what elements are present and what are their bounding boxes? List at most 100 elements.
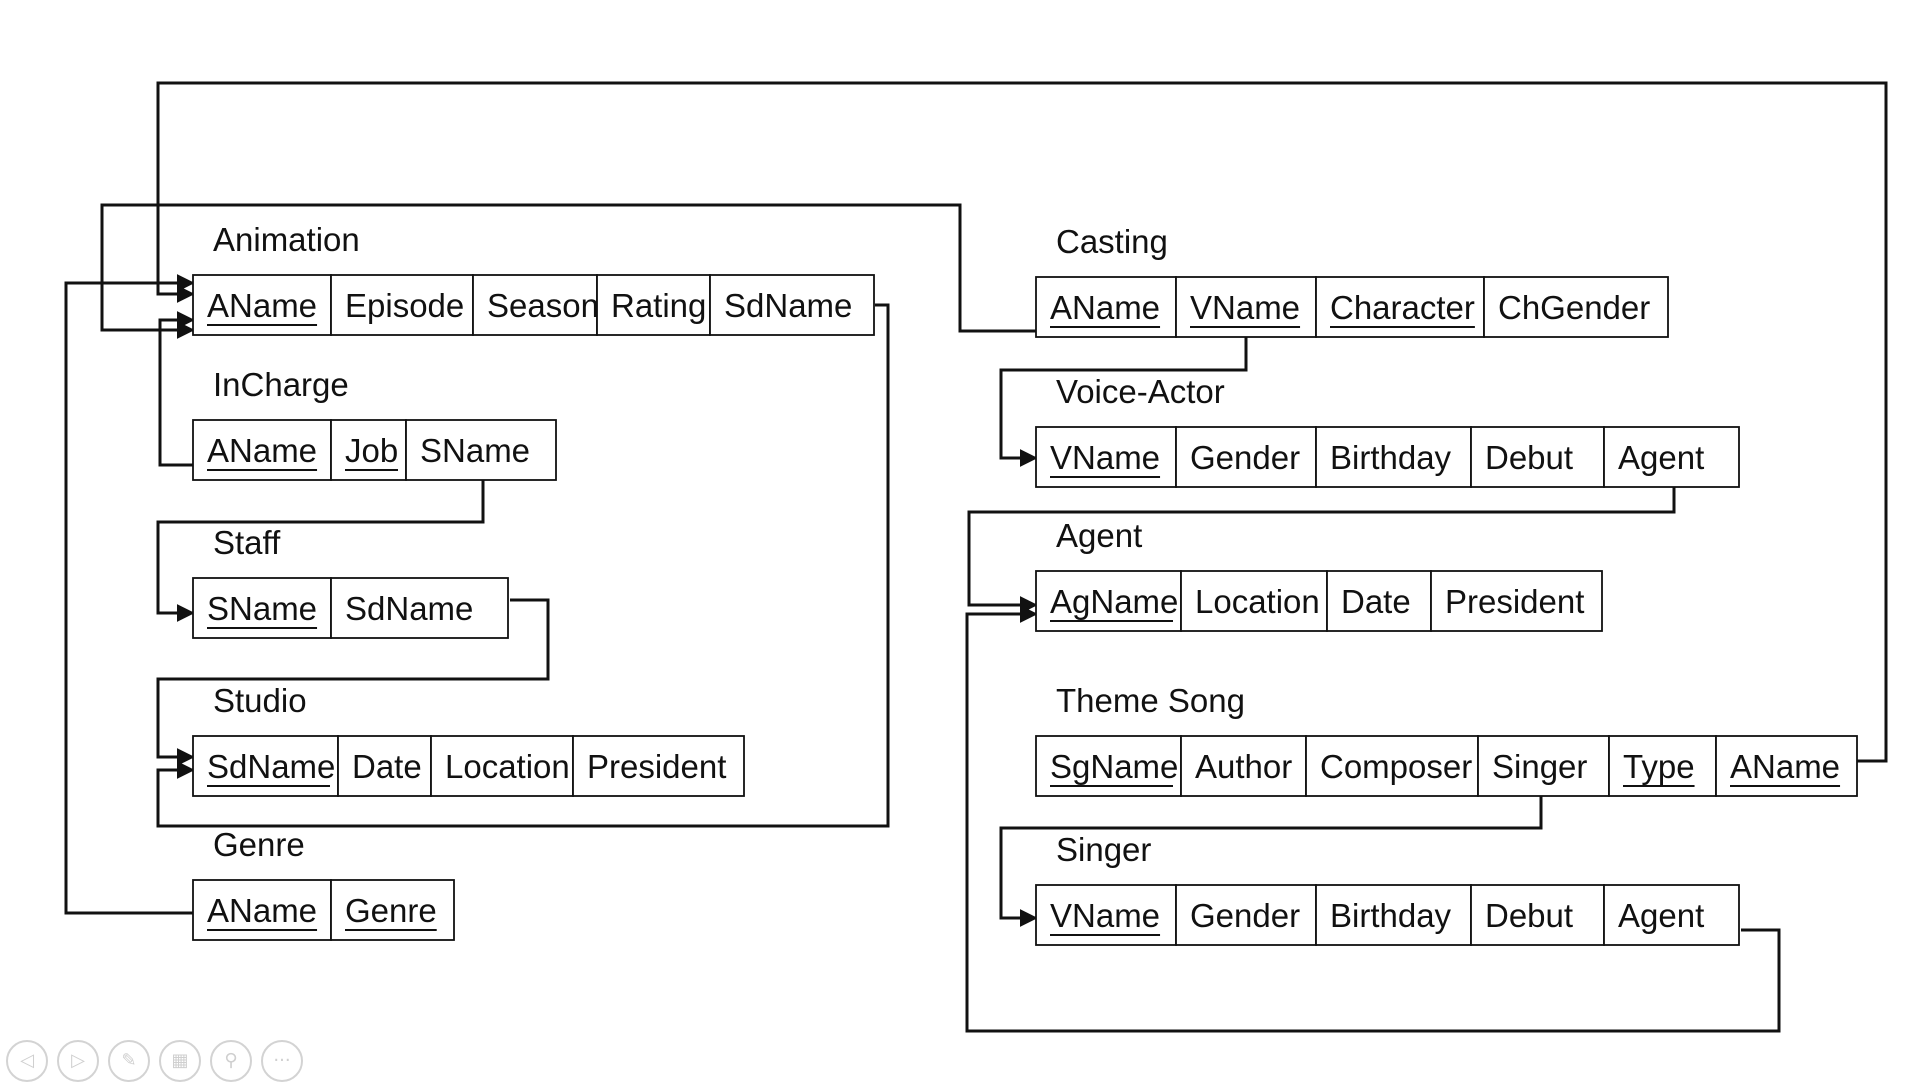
relation-title: InCharge: [213, 366, 349, 403]
attribute-cell-box: [330, 577, 509, 639]
fk-arrow-theme-song-singer-to-singer: [999, 796, 1543, 927]
attribute-name: Episode: [345, 287, 464, 324]
attribute-cell: Agent: [1603, 884, 1740, 946]
attribute-cell: Debut: [1470, 884, 1605, 946]
attribute-cell: Job: [330, 419, 407, 481]
attribute-name: VName: [1050, 439, 1160, 476]
attribute-cell: Agent: [1603, 426, 1740, 488]
attribute-cell-box: [330, 274, 474, 336]
attribute-cell: AName: [1715, 735, 1858, 797]
attribute-cell: Singer: [1477, 735, 1610, 797]
fk-arrow-casting-vname-to-voice-actor: [999, 337, 1248, 467]
attribute-cell: Character: [1315, 276, 1485, 338]
attribute-name: Location: [1195, 583, 1320, 620]
attribute-cell: SName: [192, 577, 332, 639]
relation-title: Theme Song: [1056, 682, 1245, 719]
relation-title: Agent: [1056, 517, 1142, 554]
attribute-cell: ChGender: [1483, 276, 1669, 338]
attribute-cell: AName: [192, 879, 332, 941]
attribute-cell-box: [1470, 884, 1605, 946]
attribute-cell: Type: [1608, 735, 1717, 797]
attribute-cell-box: [1180, 570, 1328, 632]
attribute-cell: Genre: [330, 879, 455, 941]
attribute-name: Gender: [1190, 439, 1300, 476]
attribute-cell: AName: [192, 419, 332, 481]
attribute-name: AgName: [1050, 583, 1178, 620]
attribute-name: Birthday: [1330, 897, 1452, 934]
attribute-name: AName: [1730, 748, 1840, 785]
attribute-name: Job: [345, 432, 398, 469]
attribute-name: Debut: [1485, 439, 1573, 476]
fk-arrow-theme-song-aname-to-animation: [156, 81, 1888, 763]
attribute-cell-box: [1470, 426, 1605, 488]
attribute-cell-box: [1175, 884, 1317, 946]
attribute-cell-box: [1483, 276, 1669, 338]
fk-arrow-genre-aname-to-animation: [64, 274, 195, 915]
relation-title: Animation: [213, 221, 360, 258]
attribute-name: Debut: [1485, 897, 1573, 934]
fk-arrow-animation-sdname-to-studio: [156, 303, 890, 828]
attribute-cell-box: [1603, 884, 1740, 946]
attribute-cell: Date: [1326, 570, 1432, 632]
arrow-right-icon[interactable]: ▷: [57, 1040, 99, 1082]
attribute-cell: AName: [1035, 276, 1177, 338]
attribute-name: Rating: [611, 287, 706, 324]
attribute-cell: VName: [1035, 426, 1177, 488]
attribute-name: AName: [207, 287, 317, 324]
attribute-name: Character: [1330, 289, 1475, 326]
attribute-cell: VName: [1175, 276, 1317, 338]
arrow-left-icon[interactable]: ◁: [6, 1040, 48, 1082]
attribute-cell-box: [572, 735, 745, 797]
attribute-name: SdName: [345, 590, 473, 627]
attribute-cell: Gender: [1175, 884, 1317, 946]
pen-icon[interactable]: ✎: [108, 1040, 150, 1082]
relation-title: Genre: [213, 826, 305, 863]
attribute-name: Singer: [1492, 748, 1587, 785]
fk-arrow-casting-aname-to-animation: [100, 203, 1036, 339]
relation-title: Singer: [1056, 831, 1151, 868]
attribute-cell-box: [472, 274, 598, 336]
attribute-cell: Composer: [1305, 735, 1479, 797]
fk-arrow-incharge-sname-to-staff: [156, 480, 485, 622]
attribute-cell-box: [430, 735, 574, 797]
attribute-cell: Location: [430, 735, 574, 797]
attribute-cell: AName: [192, 274, 332, 336]
attribute-cell-box: [1430, 570, 1603, 632]
attribute-cell-box: [1603, 426, 1740, 488]
attribute-cell: Author: [1180, 735, 1307, 797]
attribute-cell-box: [709, 274, 875, 336]
fk-arrow-singer-agent-to-agent: [965, 605, 1781, 1033]
attribute-name: Author: [1195, 748, 1292, 785]
magnifier-icon[interactable]: ⚲: [210, 1040, 252, 1082]
attribute-name: Type: [1623, 748, 1695, 785]
relation-title: Voice-Actor: [1056, 373, 1225, 410]
attribute-name: Birthday: [1330, 439, 1452, 476]
attribute-name: SgName: [1050, 748, 1178, 785]
attribute-cell-box: [1315, 426, 1472, 488]
attribute-cell: SdName: [192, 735, 339, 797]
attribute-name: Agent: [1618, 439, 1704, 476]
attribute-name: VName: [1190, 289, 1300, 326]
attribute-name: ChGender: [1498, 289, 1650, 326]
attribute-name: AName: [207, 892, 317, 929]
attribute-cell-box: [596, 274, 711, 336]
attribute-cell: Episode: [330, 274, 474, 336]
attribute-cell-box: [1315, 884, 1472, 946]
attribute-name: Season: [487, 287, 599, 324]
attribute-cell-box: [1305, 735, 1479, 797]
attribute-name: AName: [207, 432, 317, 469]
more-options-icon[interactable]: ···: [261, 1040, 303, 1082]
slides-grid-icon[interactable]: ▦: [159, 1040, 201, 1082]
attribute-cell: Birthday: [1315, 426, 1472, 488]
attribute-name: Location: [445, 748, 570, 785]
relation-title: Casting: [1056, 223, 1168, 260]
